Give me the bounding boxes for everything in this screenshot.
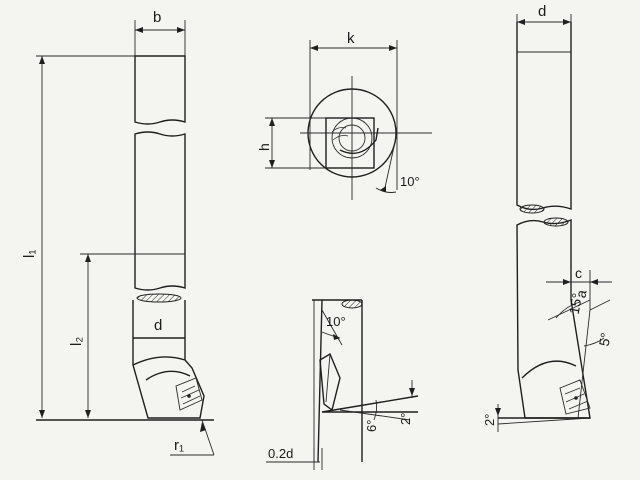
label-gap-02d: 0.2d [268, 446, 293, 461]
label-angle-6: 6° [364, 420, 379, 432]
label-l1: l₁ [21, 250, 38, 258]
dimension-l2: l₂ [68, 253, 135, 418]
shank-upper [134, 55, 186, 125]
label-angle-10-top: 10° [400, 174, 420, 189]
dimension-l1: l₁ [21, 55, 135, 418]
bottom-center-view: 10° 6° 2° 0.2d [266, 299, 419, 470]
label-angle-2-right: 2° [482, 414, 497, 426]
left-view: b d l₁ [21, 9, 215, 456]
label-r1: r₁ [174, 437, 184, 454]
dimension-b: b [134, 9, 186, 56]
label-angle-15: 15° [566, 292, 585, 316]
label-angle-10-bottom: 10° [326, 314, 346, 329]
radius-r1: r₁ [170, 419, 215, 456]
right-view: d c a 15° 5° 2° [482, 3, 614, 432]
label-d-top: d [538, 3, 546, 20]
shank-lower: d [132, 293, 205, 419]
label-k: k [347, 30, 355, 47]
label-l2: l₂ [68, 337, 85, 346]
top-center-view: k h 10° [256, 30, 432, 200]
label-c: c [575, 265, 582, 281]
label-b: b [153, 9, 161, 26]
label-a: a [572, 288, 589, 299]
shank-middle [134, 131, 186, 291]
label-d-left: d [154, 317, 162, 334]
label-angle-2-mid: 2° [398, 413, 413, 425]
label-angle-5: 5° [596, 331, 614, 347]
label-h: h [256, 143, 272, 151]
